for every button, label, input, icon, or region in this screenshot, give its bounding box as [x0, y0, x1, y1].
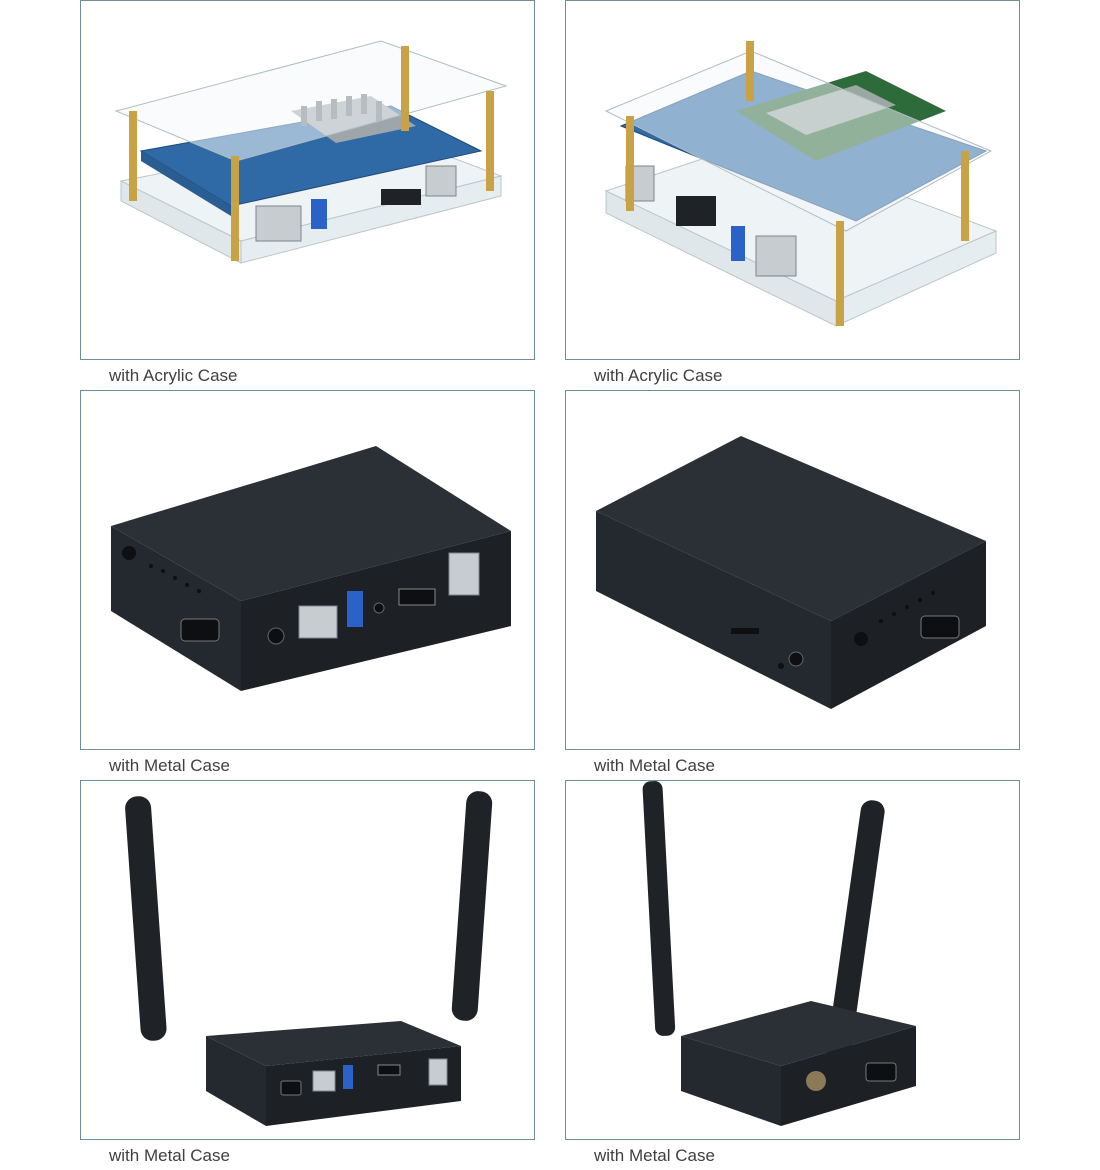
photo-caption: with Acrylic Case [109, 366, 238, 385]
gallery-item-4: with Metal Case [565, 390, 1020, 776]
photo-metal-case-side [596, 436, 986, 709]
photo-frame [80, 780, 535, 1140]
photo-acrylic-case-front [114, 40, 508, 264]
photo-metal-case-front [111, 446, 511, 691]
photo-caption: with Metal Case [109, 756, 230, 775]
gallery-item-3: with Metal Case [80, 390, 535, 776]
photo-caption: with Metal Case [109, 1146, 230, 1165]
gallery-item-6: with Metal Case [565, 780, 1020, 1166]
photo-caption: with Metal Case [594, 1146, 715, 1165]
gallery-item-5: with Metal Case [80, 780, 535, 1166]
photo-acrylic-case-rear [604, 41, 998, 327]
photo-caption: with Metal Case [594, 756, 715, 775]
photo-metal-case-antennas-side [642, 781, 916, 1126]
gallery-item-1: with Acrylic Case [80, 0, 535, 386]
gallery-item-2: with Acrylic Case [565, 0, 1020, 386]
photo-frame [565, 780, 1020, 1140]
photo-frame [565, 390, 1020, 750]
photo-metal-case-antennas-front [125, 791, 493, 1126]
photo-frame [80, 390, 535, 750]
photo-frame [80, 0, 535, 360]
photo-frame [565, 0, 1020, 360]
photo-caption: with Acrylic Case [594, 366, 723, 385]
